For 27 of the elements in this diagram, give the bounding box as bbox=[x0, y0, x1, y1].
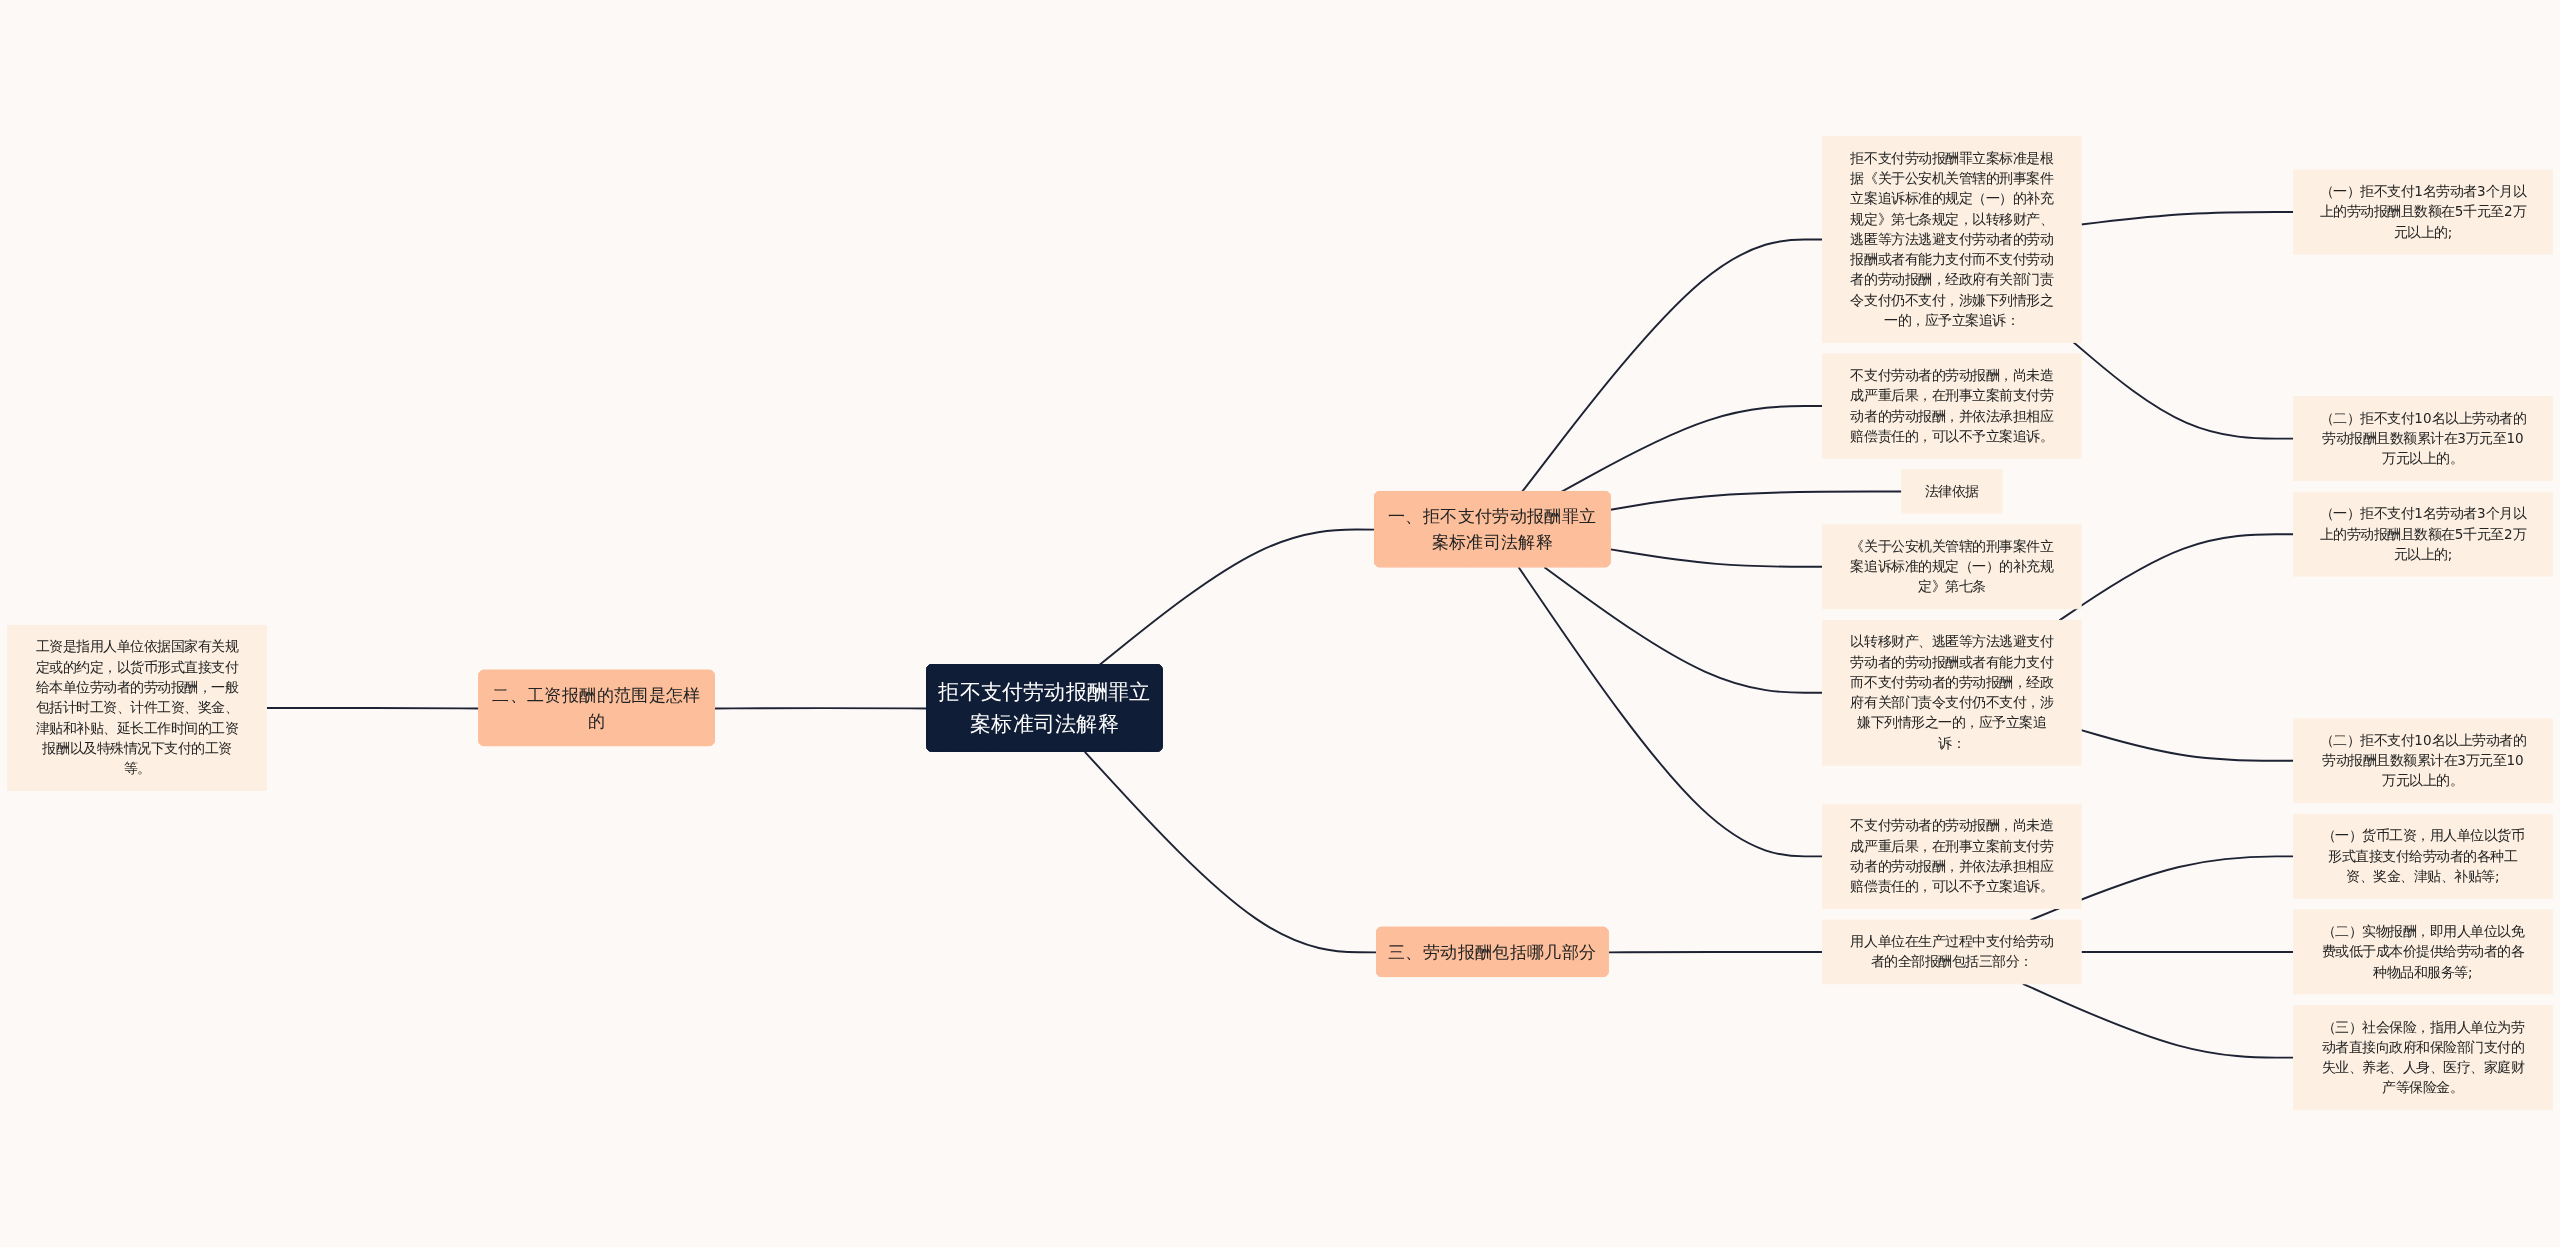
node-box bbox=[2293, 909, 2553, 995]
connector bbox=[2080, 729, 2295, 763]
node-box bbox=[2293, 396, 2553, 482]
connector bbox=[1517, 566, 1824, 858]
node-box bbox=[2293, 718, 2553, 804]
node-box bbox=[1822, 353, 2082, 459]
node-box bbox=[1822, 919, 2082, 985]
node-box bbox=[1901, 469, 2003, 514]
connector bbox=[2080, 951, 2295, 954]
connector bbox=[2058, 533, 2295, 622]
node-box bbox=[2293, 1005, 2553, 1111]
node-box bbox=[2293, 491, 2553, 577]
node-box bbox=[1822, 136, 2082, 344]
connector bbox=[2029, 855, 2295, 922]
connector bbox=[1083, 751, 1378, 954]
node-box bbox=[1822, 620, 2082, 766]
node-box bbox=[1822, 524, 2082, 610]
connector bbox=[1609, 548, 1824, 568]
node-box bbox=[2293, 169, 2553, 255]
connector bbox=[1609, 490, 1903, 512]
connector bbox=[1607, 951, 1824, 954]
node-box bbox=[2293, 814, 2553, 900]
node-box bbox=[1822, 804, 2082, 910]
connector bbox=[2080, 211, 2295, 226]
connector bbox=[1543, 566, 1824, 694]
node-box bbox=[7, 625, 267, 792]
connector bbox=[2072, 341, 2295, 440]
